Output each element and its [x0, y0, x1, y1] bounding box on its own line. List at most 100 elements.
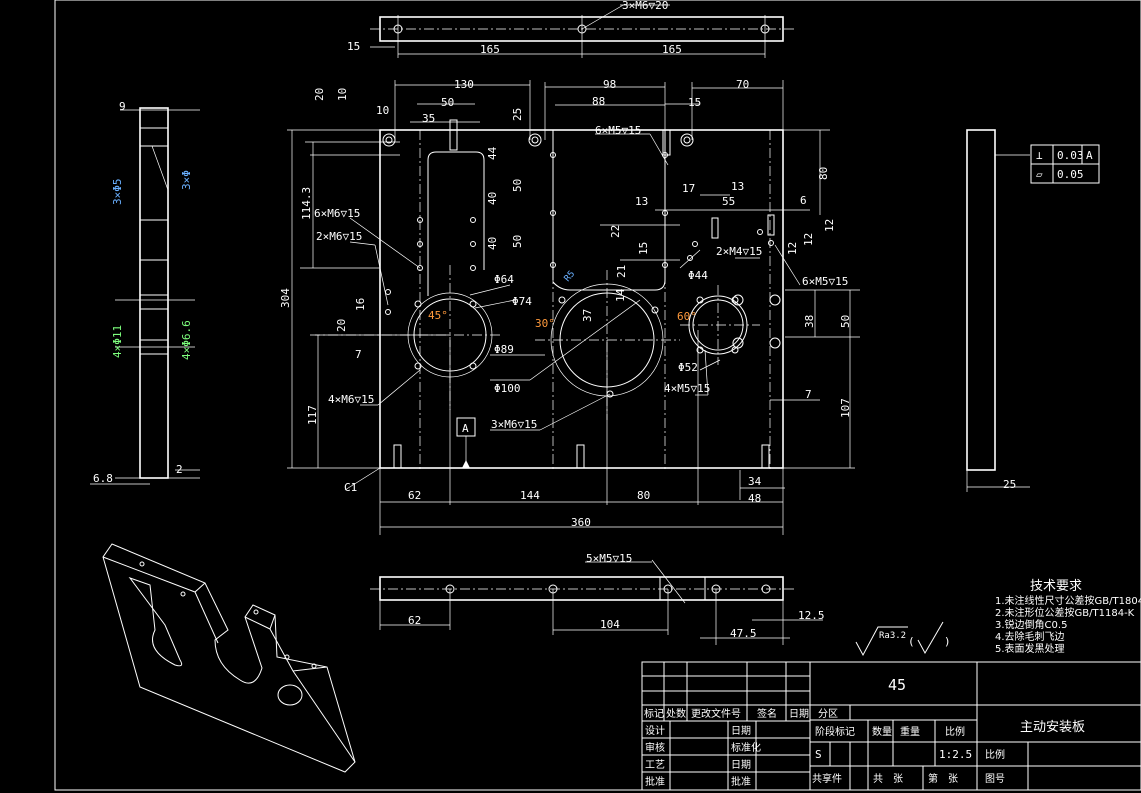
tb-label: 处数 [666, 707, 686, 720]
dim-50c: 50 [839, 315, 852, 328]
side-view: 9 3×Φ5 3×Φ 4×Φ11 4×Φ6.6 6.8 2 [90, 100, 200, 485]
dim-3xd5: 3×Φ5 [111, 179, 124, 206]
dim-12-5: 12.5 [798, 609, 825, 622]
dim-25: 25 [511, 108, 524, 121]
dim-62: 62 [408, 489, 421, 502]
tb-label: 更改文件号 [691, 707, 741, 720]
callout-6xm5-top: 6×M5▽15 [595, 124, 641, 137]
tb-label: 共享件 [812, 772, 842, 785]
tb-label: 共 张 [873, 773, 903, 785]
technical-requirements: 技术要求 1.未注线性尺寸公差按GB/T1804-m 2.未注形位公差按GB/T… [995, 579, 1141, 655]
part-name: 主动安装板 [1020, 720, 1085, 735]
dim-38: 38 [803, 315, 816, 328]
flatness-value: 0.05 [1057, 168, 1084, 181]
tb-label: 标记 [644, 708, 664, 720]
dim-48: 48 [748, 492, 761, 505]
tb-label: 设计 [645, 724, 665, 737]
right-view: ⊥ 0.03 A ▱ 0.05 25 [966, 129, 1100, 492]
callout-6xm5-right: 6×M5▽15 [802, 275, 848, 288]
dim-12b: 12 [802, 233, 815, 246]
dim-9: 9 [119, 100, 126, 113]
dim-304: 304 [279, 288, 292, 308]
dim-top-165a: 165 [480, 43, 500, 56]
dim-22: 22 [609, 225, 622, 238]
dim-top-165b: 165 [662, 43, 682, 56]
dim-6-8: 6.8 [93, 472, 113, 485]
datum-a-label: A [462, 422, 469, 435]
callout-d44: Φ44 [688, 269, 708, 282]
tb-label: 审核 [645, 741, 665, 754]
tech-req-line-4: 4.去除毛刺飞边 [995, 630, 1065, 643]
tb-label: 重量 [900, 725, 920, 738]
dim-34: 34 [748, 475, 762, 488]
callout-d64: Φ64 [494, 273, 514, 286]
tech-req-line-3: 3.锐边倒角C0.5 [995, 618, 1067, 631]
callout-4xm5: 4×M5▽15 [664, 382, 710, 395]
dim-104: 104 [600, 618, 620, 631]
tb-label: 比例 [985, 748, 1005, 761]
dim-13b: 13 [731, 180, 744, 193]
dim-40b: 40 [486, 237, 499, 250]
dim-4xd6-6: 4×Φ6.6 [180, 320, 193, 360]
callout-d52: Φ52 [678, 361, 698, 374]
tb-label: 工艺 [645, 759, 665, 771]
dim-10h: 10 [376, 104, 389, 117]
dim-35: 35 [422, 112, 435, 125]
tb-label: 签名 [757, 707, 777, 720]
tb-label: 批准 [731, 775, 751, 788]
dim-14: 14 [614, 288, 627, 302]
dim-top-15: 15 [347, 40, 360, 53]
chamfer-c1: C1 [344, 481, 357, 494]
isometric-view [102, 543, 356, 773]
material: 45 [888, 676, 906, 694]
tb-label: 日期 [731, 759, 751, 771]
callout-d74: Φ74 [512, 295, 532, 308]
callout-d89: Φ89 [494, 343, 514, 356]
callout-2xm6: 2×M6▽15 [316, 230, 362, 243]
perpendicularity-symbol: ⊥ [1036, 149, 1043, 162]
tech-req-title: 技术要求 [1030, 579, 1082, 594]
holes [382, 119, 781, 469]
perpendicularity-datum: A [1086, 149, 1093, 162]
dim-50: 50 [441, 96, 454, 109]
tech-req-line-1: 1.未注线性尺寸公差按GB/T1804-m [995, 594, 1141, 607]
roughness-value: Ra3.2 [879, 631, 906, 641]
top-view: 3×M6▽20 15 165 165 [347, 0, 795, 58]
dim-50a: 50 [511, 179, 524, 192]
angle-45: 45° [428, 309, 448, 322]
tb-label: 第 张 [928, 772, 958, 785]
main-view: A 130 98 70 20 10 10 50 35 88 15 25 44 4… [279, 78, 860, 535]
callout-4xm6: 4×M6▽15 [328, 393, 374, 406]
drawing-border [54, 0, 1141, 791]
dim-12a: 12 [823, 219, 836, 232]
angle-30: 30° [535, 317, 555, 330]
tb-label: 图号 [985, 773, 1005, 785]
dim-47-5: 47.5 [730, 627, 757, 640]
dim-70: 70 [736, 78, 749, 91]
dim-80b: 80 [637, 489, 650, 502]
tb-label: 标准化 [731, 741, 761, 754]
callout-6xm6: 6×M6▽15 [314, 207, 360, 220]
dim-top-thread: 3×M6▽20 [622, 0, 668, 12]
dim-360: 360 [571, 516, 591, 529]
dim-44: 44 [486, 146, 499, 160]
angle-60: 60° [677, 310, 697, 323]
stage-mark: S [815, 748, 822, 761]
bottom-view: 5×M5▽15 62 104 47.5 12.5 [370, 552, 825, 645]
dim-7b: 7 [805, 388, 812, 401]
dim-114-3: 114.3 [300, 187, 313, 220]
flatness-symbol: ▱ [1036, 168, 1043, 181]
dim-20: 20 [313, 88, 326, 101]
tb-label: 分区 [818, 708, 838, 720]
tech-req-line-5: 5.表面发黑处理 [995, 642, 1065, 655]
dim-10v: 10 [336, 88, 349, 101]
dim-4xd11: 4×Φ11 [111, 325, 124, 358]
dim-40a: 40 [486, 192, 499, 205]
roughness-bracket-close: ) [944, 635, 951, 648]
dim-107: 107 [839, 398, 852, 418]
dim-20b: 20 [335, 319, 348, 332]
dim-98: 98 [603, 78, 616, 91]
callout-d100: Φ100 [494, 382, 521, 395]
dim-144: 144 [520, 489, 540, 502]
